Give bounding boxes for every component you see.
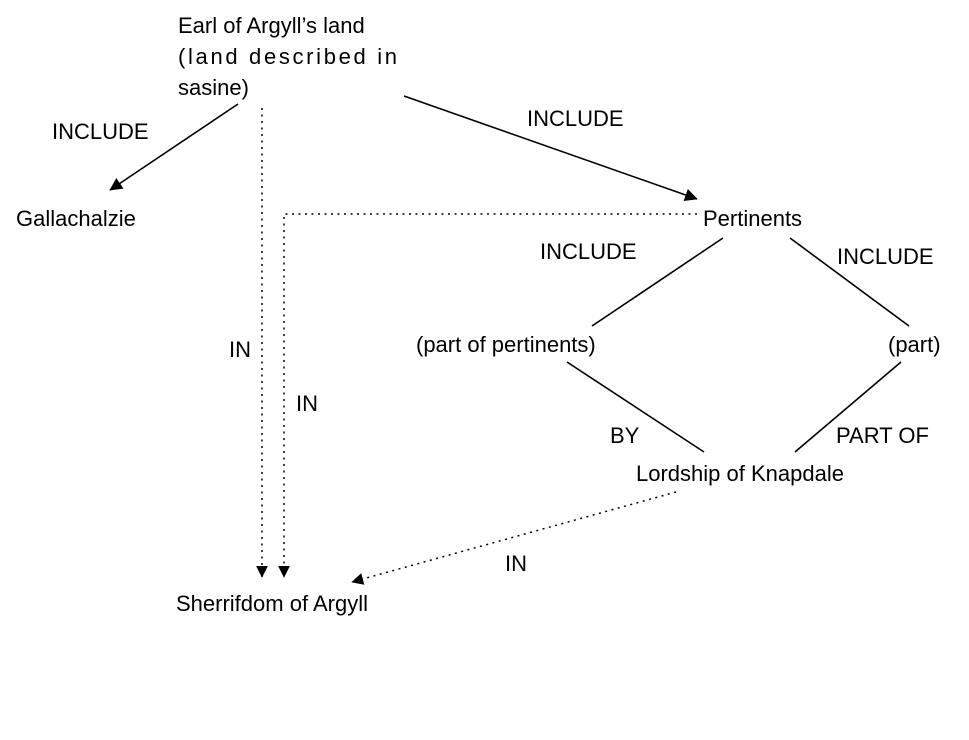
edge-label-include-part-of-pertinents: INCLUDE	[540, 239, 637, 264]
edge-earl-land-to-pertinents	[403, 95, 698, 202]
edge-pertinents-to-sherrifdom-dotted	[278, 213, 697, 578]
edge-lordship-to-sherrifdom-dotted	[351, 491, 677, 585]
edge-part-of-pertinents-to-lordship	[566, 361, 705, 453]
edge-label-include-pertinents: INCLUDE	[527, 106, 624, 131]
edge-pertinents-to-part	[789, 237, 910, 327]
edge-label-in-mid: IN	[296, 391, 318, 416]
edge-part-to-lordship	[794, 361, 902, 453]
node-earl-land-line3: sasine)	[178, 75, 249, 100]
node-pertinents: Pertinents	[703, 206, 802, 231]
node-part: (part)	[888, 332, 941, 357]
node-part-of-pertinents: (part of pertinents)	[416, 332, 596, 357]
edge-label-in-left: IN	[229, 337, 251, 362]
edge-label-part-of: PART OF	[836, 423, 929, 448]
edge-label-by: BY	[610, 423, 640, 448]
node-earl-land-line1: Earl of Argyll’s land	[178, 13, 365, 38]
node-sherrifdom-of-argyll: Sherrifdom of Argyll	[176, 591, 368, 616]
edge-earl-land-to-gallachalzie	[109, 103, 239, 191]
edge-label-in-bottom: IN	[505, 551, 527, 576]
edge-label-include-part: INCLUDE	[837, 244, 934, 269]
edge-pertinents-to-part-of-pertinents	[591, 237, 724, 327]
edge-label-include-gallachalzie: INCLUDE	[52, 119, 149, 144]
node-gallachalzie: Gallachalzie	[16, 206, 136, 231]
node-lordship-of-knapdale: Lordship of Knapdale	[636, 461, 844, 486]
node-earl-land-line2: (land described in	[178, 44, 397, 69]
